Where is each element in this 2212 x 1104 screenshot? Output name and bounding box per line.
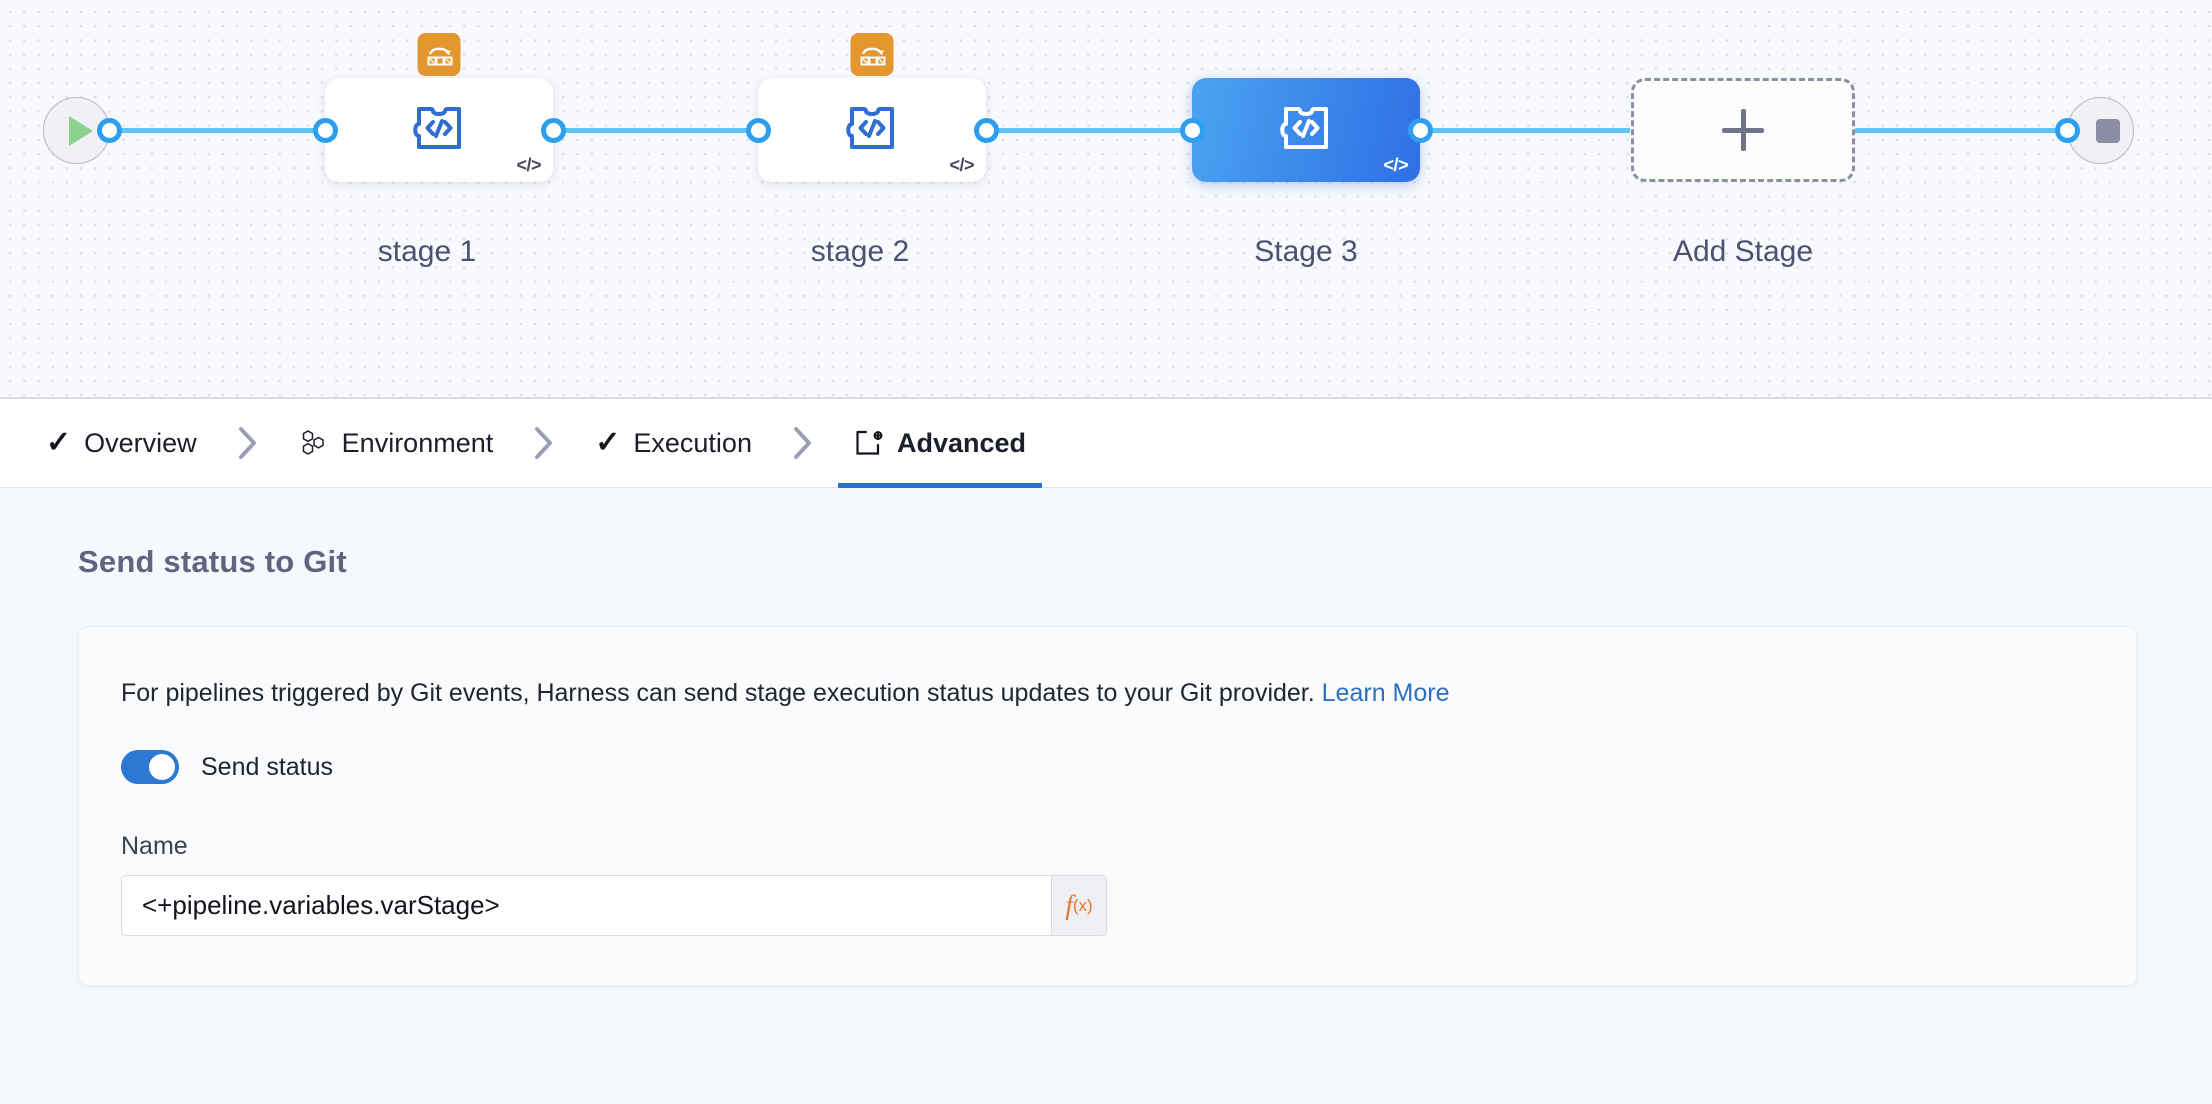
expression-toggle-button[interactable]: f(x) [1051, 875, 1107, 936]
tab-environment[interactable]: Environment [283, 399, 510, 488]
pipeline-graph: </> stage 1 [0, 0, 2212, 399]
edge-addstage-to-end [1855, 128, 2077, 133]
tab-environment-label: Environment [341, 427, 494, 458]
chevron-right-icon [235, 425, 261, 461]
check-icon: ✓ [595, 426, 621, 459]
stage-tab-bar: ✓ Overview Environment ✓ Execution [0, 399, 2212, 488]
port-stage3-out[interactable] [1408, 118, 1433, 143]
port-stage1-in[interactable] [313, 118, 338, 143]
tab-overview-label: Overview [84, 427, 197, 458]
add-stage-button[interactable] [1631, 78, 1855, 182]
tab-advanced-label: Advanced [896, 427, 1027, 458]
edge-start-to-stage1 [110, 128, 325, 133]
stage-code-badge: </> [1383, 155, 1408, 175]
send-status-toggle-row: Send status [121, 750, 2136, 784]
matrix-looping-icon [850, 33, 894, 76]
tab-execution-label: Execution [633, 427, 752, 458]
stage-code-badge: </> [949, 155, 974, 175]
page-title: Send status to Git [78, 544, 347, 579]
name-field-label: Name [121, 832, 188, 860]
stage-node-2[interactable]: </> [758, 33, 986, 182]
port-stage2-out[interactable] [974, 118, 999, 143]
stage-puzzle-icon [411, 100, 467, 161]
stage-puzzle-icon [1278, 100, 1334, 161]
stage-label-1: stage 1 [377, 235, 477, 268]
port-start-out[interactable] [97, 118, 122, 143]
play-icon [68, 115, 93, 146]
port-end-in[interactable] [2055, 118, 2080, 143]
edge-stage1-to-stage2 [540, 128, 755, 133]
matrix-looping-icon [417, 33, 461, 76]
stage-node-3[interactable]: </> [1192, 78, 1420, 182]
port-stage1-out[interactable] [541, 118, 566, 143]
tab-advanced[interactable]: Advanced [837, 399, 1043, 488]
card-description: For pipelines triggered by Git events, H… [121, 679, 2136, 708]
tab-execution[interactable]: ✓ Execution [579, 399, 768, 488]
learn-more-link[interactable]: Learn More [1321, 679, 1450, 707]
stage-puzzle-icon [844, 100, 900, 161]
hexagon-cluster-icon [299, 428, 329, 458]
chevron-right-icon [531, 425, 557, 461]
toggle-knob [149, 754, 175, 780]
stage-label-3: Stage 3 [1254, 235, 1358, 268]
plus-icon [1722, 109, 1764, 151]
stage-node-1[interactable]: </> [325, 33, 553, 182]
send-status-card: For pipelines triggered by Git events, H… [78, 626, 2137, 986]
advanced-panel: Send status to Git For pipelines trigger… [0, 488, 2212, 1103]
card-description-text: For pipelines triggered by Git events, H… [121, 679, 1315, 707]
window-gear-icon [854, 428, 884, 458]
add-stage-label: Add Stage [1672, 235, 1814, 268]
tab-overview[interactable]: ✓ Overview [30, 399, 213, 488]
chevron-right-icon [790, 425, 816, 461]
edge-stage2-to-stage3 [975, 128, 1205, 133]
send-status-toggle-label: Send status [201, 752, 334, 781]
edge-stage3-to-addstage [1415, 128, 1630, 133]
name-input[interactable] [121, 875, 1051, 936]
name-field-group: f(x) [121, 875, 1107, 936]
port-stage2-in[interactable] [746, 118, 771, 143]
pipeline-canvas[interactable]: </> stage 1 [0, 0, 2212, 399]
port-stage3-in[interactable] [1180, 118, 1205, 143]
stage-code-badge: </> [516, 155, 541, 175]
check-icon: ✓ [46, 426, 72, 459]
stop-icon [2095, 118, 2120, 143]
stage-label-2: stage 2 [810, 235, 910, 268]
send-status-toggle[interactable] [121, 750, 179, 784]
